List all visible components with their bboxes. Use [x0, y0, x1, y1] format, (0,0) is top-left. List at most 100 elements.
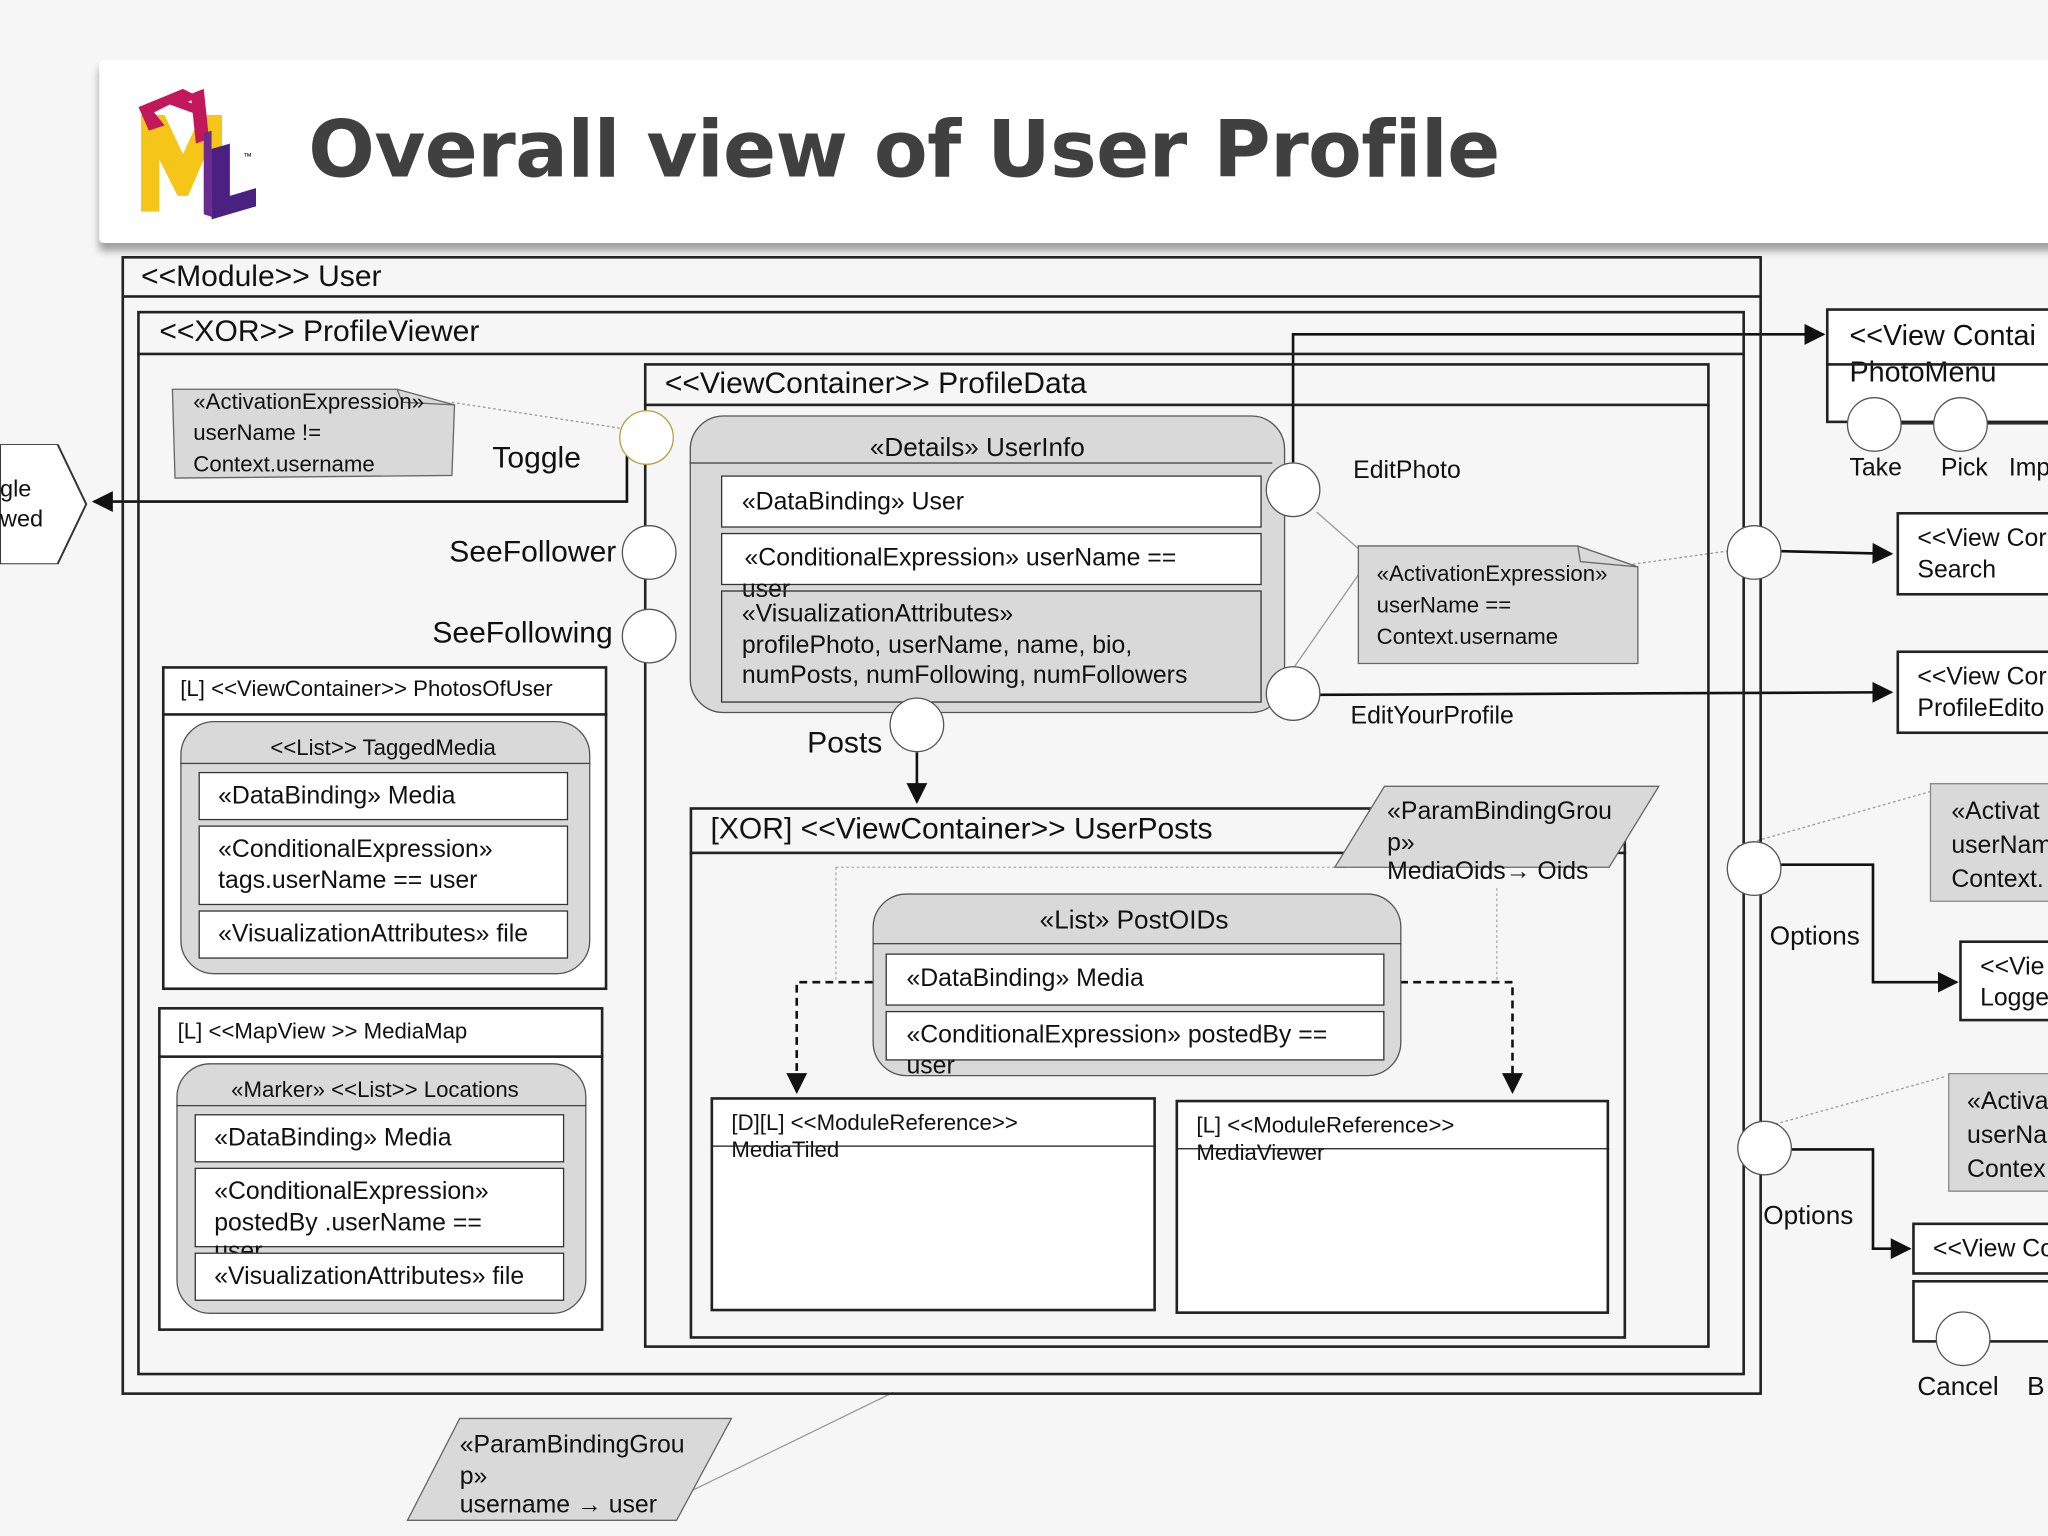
- options-label-1: Options: [1769, 922, 1860, 951]
- toggle-label: Toggle: [492, 440, 581, 475]
- tagged-vis-row: [198, 910, 569, 959]
- tagged-media-header: <<List>> TaggedMedia: [270, 735, 496, 761]
- pick-event-circle[interactable]: [1933, 397, 1988, 452]
- locations-divider: [176, 1104, 587, 1107]
- options-event-circle-2[interactable]: [1737, 1120, 1792, 1176]
- logged-name: Logge: [1980, 984, 2048, 1013]
- options-event-circle-1[interactable]: [1726, 841, 1782, 896]
- photo-menu-divider: [1825, 363, 2048, 366]
- locations-vis-row: [194, 1252, 565, 1301]
- user-posts-container: [689, 807, 1627, 1339]
- title-bar: [99, 60, 2048, 243]
- activation-note-right-2: [1946, 1071, 2048, 1200]
- edit-profile-event-circle[interactable]: [1265, 666, 1321, 721]
- user-posts-divider: [689, 851, 1627, 855]
- see-following-event-circle[interactable]: [621, 608, 677, 664]
- left-view-text-1: gle: [0, 475, 32, 502]
- photo-menu-header: <<View Contai: [1849, 318, 2036, 352]
- act2-2: userNa: [1967, 1121, 2048, 1150]
- activation-mid-1: «ActivationExpression»: [1376, 561, 1608, 587]
- module-divider: [121, 295, 1762, 298]
- module-user: [121, 255, 1762, 1395]
- see-follower-event-circle[interactable]: [621, 525, 677, 580]
- xor-divider: [137, 352, 1745, 356]
- post-oids-cond-2: user: [906, 1052, 955, 1081]
- xor-label: <<XOR>> ProfileViewer: [159, 313, 480, 348]
- tagged-binding: «DataBinding» Media: [218, 782, 456, 810]
- media-viewer-module[interactable]: [1175, 1099, 1610, 1314]
- act1-3: Context.: [1951, 865, 2044, 894]
- media-viewer-divider: [1175, 1148, 1610, 1150]
- options-label-2: Options: [1763, 1201, 1854, 1231]
- left-view-shape[interactable]: [0, 443, 91, 571]
- profile-editor-header: <<View Cor: [1917, 663, 2047, 691]
- locations-binding: «DataBinding» Media: [214, 1124, 452, 1152]
- take-event-circle[interactable]: [1846, 397, 1902, 452]
- locations-cond-1: «ConditionalExpression»: [214, 1178, 489, 1206]
- media-viewer-header: [L] <<ModuleReference>>: [1196, 1112, 1455, 1138]
- view-c-container[interactable]: [1912, 1222, 2048, 1275]
- param-binding-note-middle: [1332, 784, 1661, 877]
- activation-mid-2: userName ==: [1376, 592, 1512, 618]
- post-oids-binding-row: [885, 953, 1385, 1006]
- activation-left-2: userName !=: [193, 420, 322, 446]
- media-tiled-divider: [710, 1145, 1156, 1147]
- locations-cond-row: [194, 1167, 565, 1248]
- act1-1: «Activat: [1951, 798, 2040, 826]
- activation-mid-3: Context.username: [1376, 624, 1559, 650]
- edit-photo-event-circle[interactable]: [1265, 462, 1321, 518]
- profile-data-label: <<ViewContainer>> ProfileData: [664, 365, 1087, 400]
- param-bottom-2: p»: [459, 1462, 488, 1491]
- posts-event-circle[interactable]: [889, 697, 945, 753]
- locations-binding-row: [194, 1114, 565, 1163]
- user-binding-row: [720, 475, 1262, 528]
- user-binding: «DataBinding» User: [741, 488, 964, 516]
- map-divider: [158, 1055, 604, 1058]
- post-oids-cond-row: [885, 1010, 1385, 1061]
- profile-data-divider: [643, 403, 1710, 407]
- user-cond: «ConditionalExpression» userName ==: [744, 544, 1177, 573]
- tagged-cond-2: tags.userName == user: [218, 867, 478, 895]
- media-map-header: [L] <<MapView >> MediaMap: [177, 1018, 468, 1044]
- tagged-cond-row: [198, 825, 569, 906]
- edit-profile-label: EditYourProfile: [1350, 702, 1514, 731]
- activation-note-middle: [1353, 543, 1643, 675]
- act2-1: «Activa: [1967, 1087, 2048, 1116]
- post-oids-cond: «ConditionalExpression» postedBy ==: [906, 1021, 1328, 1049]
- param-binding-note-bottom: [405, 1416, 734, 1532]
- search-event-circle[interactable]: [1726, 525, 1782, 580]
- act2-3: Contex: [1967, 1155, 2046, 1184]
- trademark-symbol: ™: [243, 151, 252, 161]
- user-cond-2: user: [741, 575, 791, 604]
- user-vis-2: profilePhoto, userName, name, bio,: [741, 632, 1133, 660]
- activation-left-1: «ActivationExpression»: [193, 389, 425, 415]
- search-header: <<View Cor: [1917, 525, 2047, 553]
- media-tiled-module[interactable]: [710, 1097, 1156, 1312]
- photos-divider: [161, 713, 608, 716]
- profile-editor-container[interactable]: [1896, 650, 2048, 735]
- param-mid-3: MediaOids→ Oids: [1387, 858, 1589, 886]
- param-bottom-1: «ParamBindingGrou: [459, 1431, 685, 1459]
- cancel-event-circle[interactable]: [1935, 1311, 1991, 1367]
- take-label: Take: [1849, 454, 1902, 482]
- tagged-vis: «VisualizationAttributes» file: [218, 920, 529, 949]
- tagged-divider: [180, 762, 591, 765]
- locations-vis: «VisualizationAttributes» file: [214, 1263, 525, 1291]
- post-oids-divider: [872, 943, 1402, 945]
- logged-container[interactable]: [1959, 940, 2048, 1022]
- edit-photo-label: EditPhoto: [1353, 457, 1461, 485]
- param-mid-1: «ParamBindingGrou: [1387, 798, 1612, 826]
- imp-label: Imp: [2008, 454, 2048, 482]
- media-tiled-name: MediaTiled: [731, 1137, 840, 1163]
- search-container[interactable]: [1896, 511, 2048, 596]
- tagged-binding-row: [198, 771, 569, 821]
- user-vis-row: [720, 590, 1262, 703]
- user-cond-row: [720, 532, 1262, 586]
- photos-of-user-header: [L] <<ViewContainer>> PhotosOfUser: [180, 676, 553, 702]
- see-following-label: SeeFollowing: [432, 615, 613, 650]
- left-view-text-2: wed: [0, 505, 44, 532]
- act1-2: userNam: [1951, 831, 2048, 860]
- toggle-event-circle[interactable]: [619, 410, 674, 465]
- tagged-cond-1: «ConditionalExpression»: [218, 835, 493, 864]
